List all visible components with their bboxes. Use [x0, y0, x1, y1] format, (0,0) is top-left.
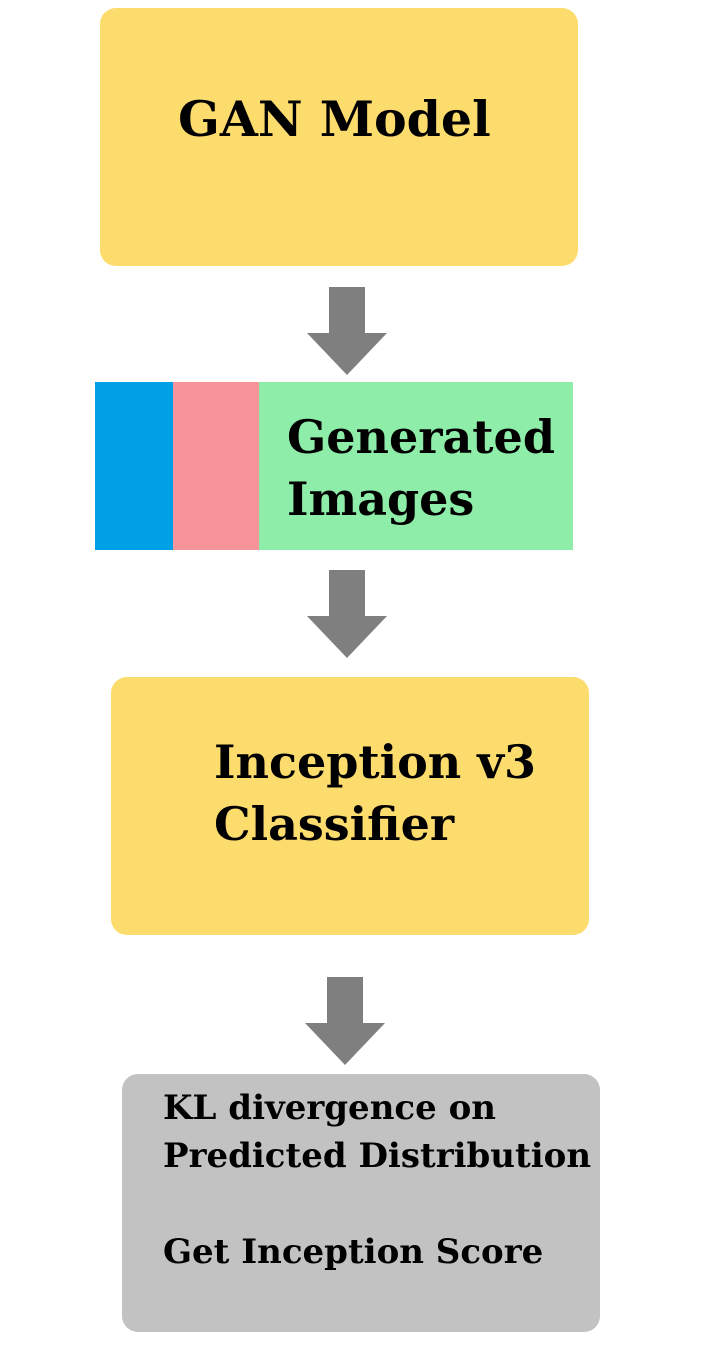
inception-score-box: KL divergence on Predicted Distribution …	[122, 1074, 600, 1332]
generated-images-label-line1: Generated	[287, 410, 555, 464]
generated-images-label-line2: Images	[287, 472, 475, 526]
kl-divergence-label-line1: KL divergence on	[163, 1088, 496, 1128]
inception-classifier-box: Inception v3 Classifier	[111, 677, 589, 935]
inception-classifier-label-line2: Classifier	[214, 797, 455, 851]
image-strip-pink	[173, 382, 259, 550]
inception-classifier-label-line1: Inception v3	[214, 735, 536, 789]
generated-images-box: Generated Images	[95, 382, 573, 550]
image-strip-blue	[95, 382, 173, 550]
down-arrow-icon	[305, 977, 385, 1065]
down-arrow-icon	[307, 287, 387, 375]
gan-model-label: GAN Model	[178, 90, 491, 148]
inception-score-label: Get Inception Score	[163, 1232, 544, 1272]
gan-model-box: GAN Model	[100, 8, 578, 266]
down-arrow-icon	[307, 570, 387, 658]
kl-divergence-label-line2: Predicted Distribution	[163, 1136, 592, 1176]
